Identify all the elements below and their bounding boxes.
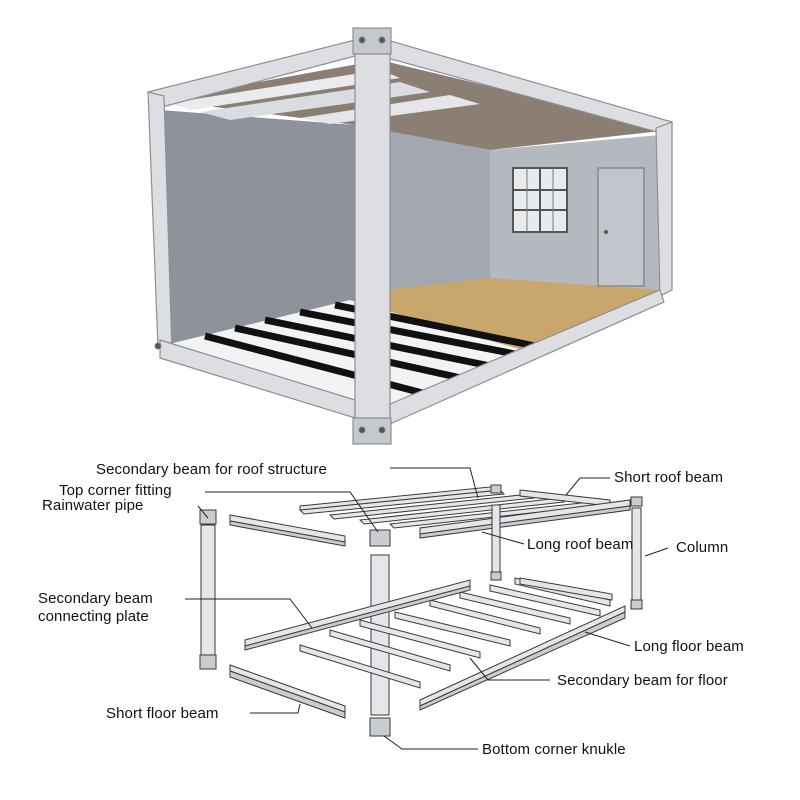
label-long-floor-beam: Long floor beam <box>634 638 744 655</box>
label-long-roof-beam: Long roof beam <box>527 536 634 553</box>
door-icon <box>597 167 645 287</box>
short-floor-beam-shape <box>229 664 346 713</box>
leader-lines <box>185 467 669 750</box>
label-bottom-corner-knuckle: Bottom corner knukle <box>482 741 626 758</box>
label-short-roof-beam: Short roof beam <box>614 469 724 486</box>
label-secondary-roof-beam: Secondary beam for roof structure <box>96 461 327 478</box>
corner-fittings <box>154 27 392 445</box>
exploded-frame-diagram: .beam { fill:#e4e6e9; stroke:#3a3a3a; st… <box>185 467 669 750</box>
label-rainwater-pipe: Rainwater pipe <box>42 497 144 514</box>
label-secondary-beam-plate-line1: Secondary beam <box>38 590 153 607</box>
long-floor-beam-shape <box>419 605 626 707</box>
floor-long-beam-back <box>244 579 471 647</box>
label-secondary-beam-plate-line2: connecting plate <box>38 608 149 625</box>
container-house-photo <box>147 27 673 445</box>
floor-secondary-beams <box>299 577 611 689</box>
container-frame <box>147 37 673 441</box>
label-top-corner-fitting: Top corner fitting <box>59 482 172 499</box>
label-short-floor-beam: Short floor beam <box>106 705 219 722</box>
label-column: Column <box>676 539 729 556</box>
label-secondary-floor-beam: Secondary beam for floor <box>557 672 728 689</box>
window-icon <box>512 167 568 233</box>
